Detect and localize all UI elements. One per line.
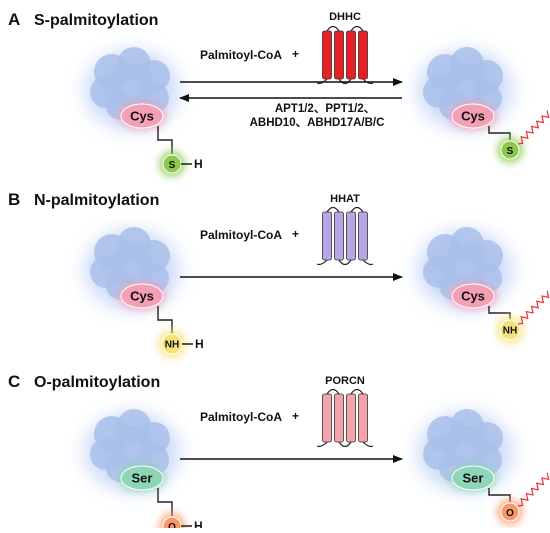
atom-label-left: O bbox=[168, 522, 176, 528]
hydrogen-label: H bbox=[194, 157, 203, 171]
panel-letter: A bbox=[8, 10, 20, 29]
residue-label-left: Cys bbox=[130, 289, 154, 304]
enzyme-loop bbox=[338, 78, 352, 85]
enzyme-icon bbox=[316, 388, 374, 448]
enzyme-tail bbox=[316, 259, 328, 266]
palmitoyl-tail bbox=[517, 472, 550, 507]
enzyme-helix bbox=[322, 393, 332, 443]
enzyme-tail bbox=[316, 78, 328, 85]
panel-letter: B bbox=[8, 190, 20, 209]
substrate-label: Palmitoyl-CoA bbox=[200, 228, 282, 242]
enzyme-helix bbox=[346, 211, 356, 261]
residue-node-right bbox=[451, 283, 495, 309]
residue-label-left: Cys bbox=[130, 109, 154, 124]
enzyme-loop bbox=[350, 25, 364, 32]
enzyme-helix bbox=[346, 393, 356, 443]
palmitoyl-tail bbox=[517, 110, 550, 145]
atom-node-right bbox=[499, 319, 521, 341]
enzyme-tail bbox=[362, 441, 374, 448]
linker-line bbox=[488, 126, 511, 140]
enzyme-helix bbox=[346, 30, 356, 80]
enzyme-helix bbox=[322, 30, 332, 80]
plus-sign: + bbox=[292, 47, 299, 61]
residue-label-right: Ser bbox=[463, 471, 484, 486]
enzyme-loop bbox=[338, 259, 352, 266]
enzyme-loop bbox=[326, 388, 340, 395]
enzyme-loop bbox=[338, 441, 352, 448]
enzyme-label: DHHC bbox=[329, 11, 361, 23]
residue-label-left: Ser bbox=[132, 471, 153, 486]
panel-c: C O-palmitoylation PORCN Palmitoyl-CoA + SerO… bbox=[8, 372, 550, 533]
enzyme-helix bbox=[358, 211, 368, 261]
residue-node-right bbox=[451, 465, 495, 491]
enzyme-helix bbox=[334, 393, 344, 443]
atom-node-right bbox=[500, 502, 520, 522]
atom-label-right: S bbox=[507, 146, 514, 157]
residue-node-left bbox=[120, 103, 164, 129]
enzyme-helix bbox=[334, 211, 344, 261]
enzyme-helix bbox=[322, 211, 332, 261]
atom-label-right: NH bbox=[503, 326, 517, 337]
atom-label-left: S bbox=[169, 160, 176, 171]
panel-title: N-palmitoylation bbox=[34, 192, 159, 209]
panel-b: B N-palmitoylation HHAT Palmitoyl-CoA + CysNH… bbox=[8, 190, 550, 358]
linker-line bbox=[157, 126, 173, 154]
enzyme-label: PORCN bbox=[325, 375, 365, 387]
atom-label-left: NH bbox=[165, 340, 179, 351]
enzyme-label: HHAT bbox=[330, 193, 360, 205]
atom-node-right bbox=[500, 140, 520, 160]
enzyme-icon bbox=[316, 206, 374, 266]
linker-line bbox=[157, 306, 173, 334]
panel-title: S-palmitoylation bbox=[34, 12, 158, 29]
linker-line bbox=[157, 488, 173, 516]
panel-title: O-palmitoylation bbox=[34, 374, 160, 391]
enzyme-helix bbox=[358, 30, 368, 80]
reverse-enzymes-line2: ABHD10、ABHD17A/B/C bbox=[250, 117, 385, 129]
plus-sign: + bbox=[292, 409, 299, 423]
hydrogen-label: H bbox=[195, 337, 204, 351]
enzyme-helix bbox=[334, 30, 344, 80]
residue-label-right: Cys bbox=[461, 289, 485, 304]
residue-node-left bbox=[120, 283, 164, 309]
linker-line bbox=[488, 488, 511, 502]
enzyme-loop bbox=[350, 388, 364, 395]
atom-label-right: O bbox=[506, 508, 514, 519]
plus-sign: + bbox=[292, 227, 299, 241]
residue-label-right: Cys bbox=[461, 109, 485, 124]
enzyme-loop bbox=[350, 206, 364, 213]
enzyme-helix bbox=[358, 393, 368, 443]
substrate-label: Palmitoyl-CoA bbox=[200, 48, 282, 62]
reverse-enzymes-line1: APT1/2、PPT1/2、 bbox=[275, 103, 375, 115]
substrate-label: Palmitoyl-CoA bbox=[200, 410, 282, 424]
enzyme-icon bbox=[316, 25, 374, 85]
hydrogen-label: H bbox=[194, 519, 203, 528]
enzyme-loop bbox=[326, 206, 340, 213]
enzyme-tail bbox=[316, 441, 328, 448]
palmitoyl-tail bbox=[517, 290, 550, 325]
enzyme-tail bbox=[362, 78, 374, 85]
enzyme-tail bbox=[362, 259, 374, 266]
panel-letter: C bbox=[8, 372, 20, 391]
residue-node-right bbox=[451, 103, 495, 129]
protein-right bbox=[417, 409, 513, 492]
residue-node-left bbox=[120, 465, 164, 491]
enzyme-loop bbox=[326, 25, 340, 32]
